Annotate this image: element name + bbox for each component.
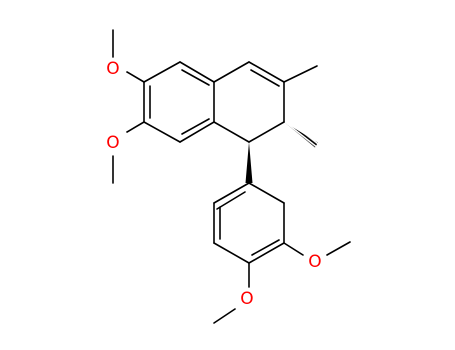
naphthalene-ring-bonds (143, 61, 285, 143)
oxygen-labels: O O O O (106, 59, 321, 309)
bond-methoxy-3prime (283, 242, 304, 256)
bond (181, 118, 210, 135)
bond-methoxy-3prime-me (326, 241, 351, 256)
bond (248, 242, 285, 264)
bond-methoxy-4prime-me (213, 308, 236, 324)
bond (250, 69, 280, 87)
aryl-bonds (213, 142, 285, 264)
oxygen-label-methoxy-7: O (106, 133, 119, 153)
oxygen-label-methoxy-4prime: O (240, 289, 253, 309)
methyl-bonds (283, 65, 318, 148)
bond (248, 61, 285, 83)
bond-methyl-c3 (283, 65, 318, 83)
bond (251, 239, 280, 256)
bond-methoxy-7 (126, 121, 145, 133)
bond (181, 69, 210, 86)
bond (143, 61, 181, 83)
bond (213, 121, 250, 143)
bond (213, 182, 250, 204)
bold-wedge-aryl (245, 142, 253, 183)
methoxy-bonds (112, 29, 351, 324)
oxygen-label-methoxy-3prime: O (308, 252, 321, 272)
bond (179, 121, 215, 143)
bond-methoxy-6 (126, 71, 145, 83)
bond (213, 61, 250, 83)
bond (248, 182, 285, 204)
bond (248, 121, 285, 143)
bond (216, 191, 246, 210)
bond (143, 121, 181, 143)
bond (213, 242, 250, 264)
bond (179, 61, 215, 83)
hashed-wedge-methyl-c2 (284, 122, 318, 148)
oxygen-label-methoxy-6: O (106, 59, 119, 79)
